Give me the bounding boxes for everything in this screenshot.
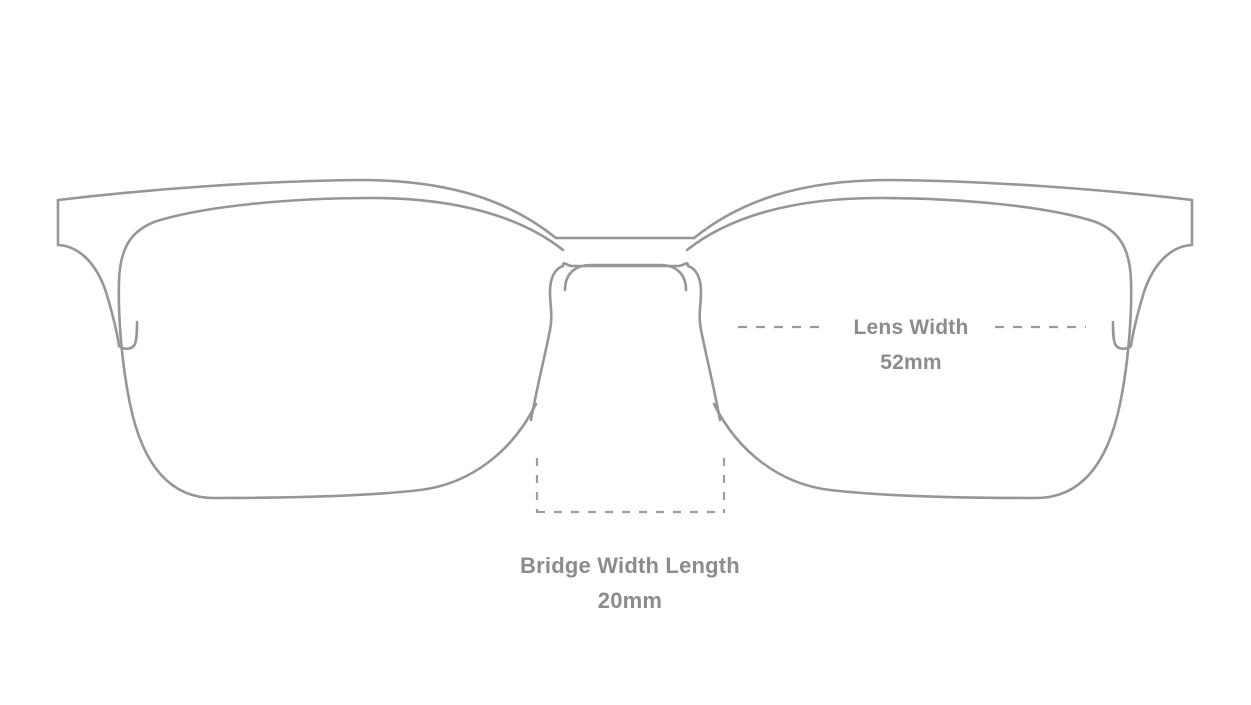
right-endpiece-hook bbox=[1111, 320, 1133, 351]
bridge-width-dimension: Bridge Width Length 20mm bbox=[520, 458, 740, 613]
right-nose-pad-arm bbox=[686, 264, 722, 422]
browline-outer-left bbox=[56, 178, 558, 240]
nose-bridge-opening bbox=[563, 263, 688, 292]
left-temple-endpiece bbox=[56, 198, 121, 348]
lens-width-dimension: Lens Width 52mm bbox=[738, 316, 1086, 374]
left-endpiece-hook bbox=[117, 320, 139, 351]
right-temple-endpiece bbox=[1129, 198, 1194, 348]
browline-outer-right bbox=[692, 178, 1194, 240]
left-lens-rim bbox=[117, 196, 565, 500]
lens-width-label: Lens Width bbox=[854, 316, 969, 339]
right-lens-rim bbox=[685, 196, 1133, 500]
lens-width-value: 52mm bbox=[880, 351, 942, 374]
left-nose-pad-arm bbox=[529, 264, 565, 422]
bridge-width-label: Bridge Width Length bbox=[520, 553, 740, 578]
bridge-width-value: 20mm bbox=[598, 588, 662, 613]
